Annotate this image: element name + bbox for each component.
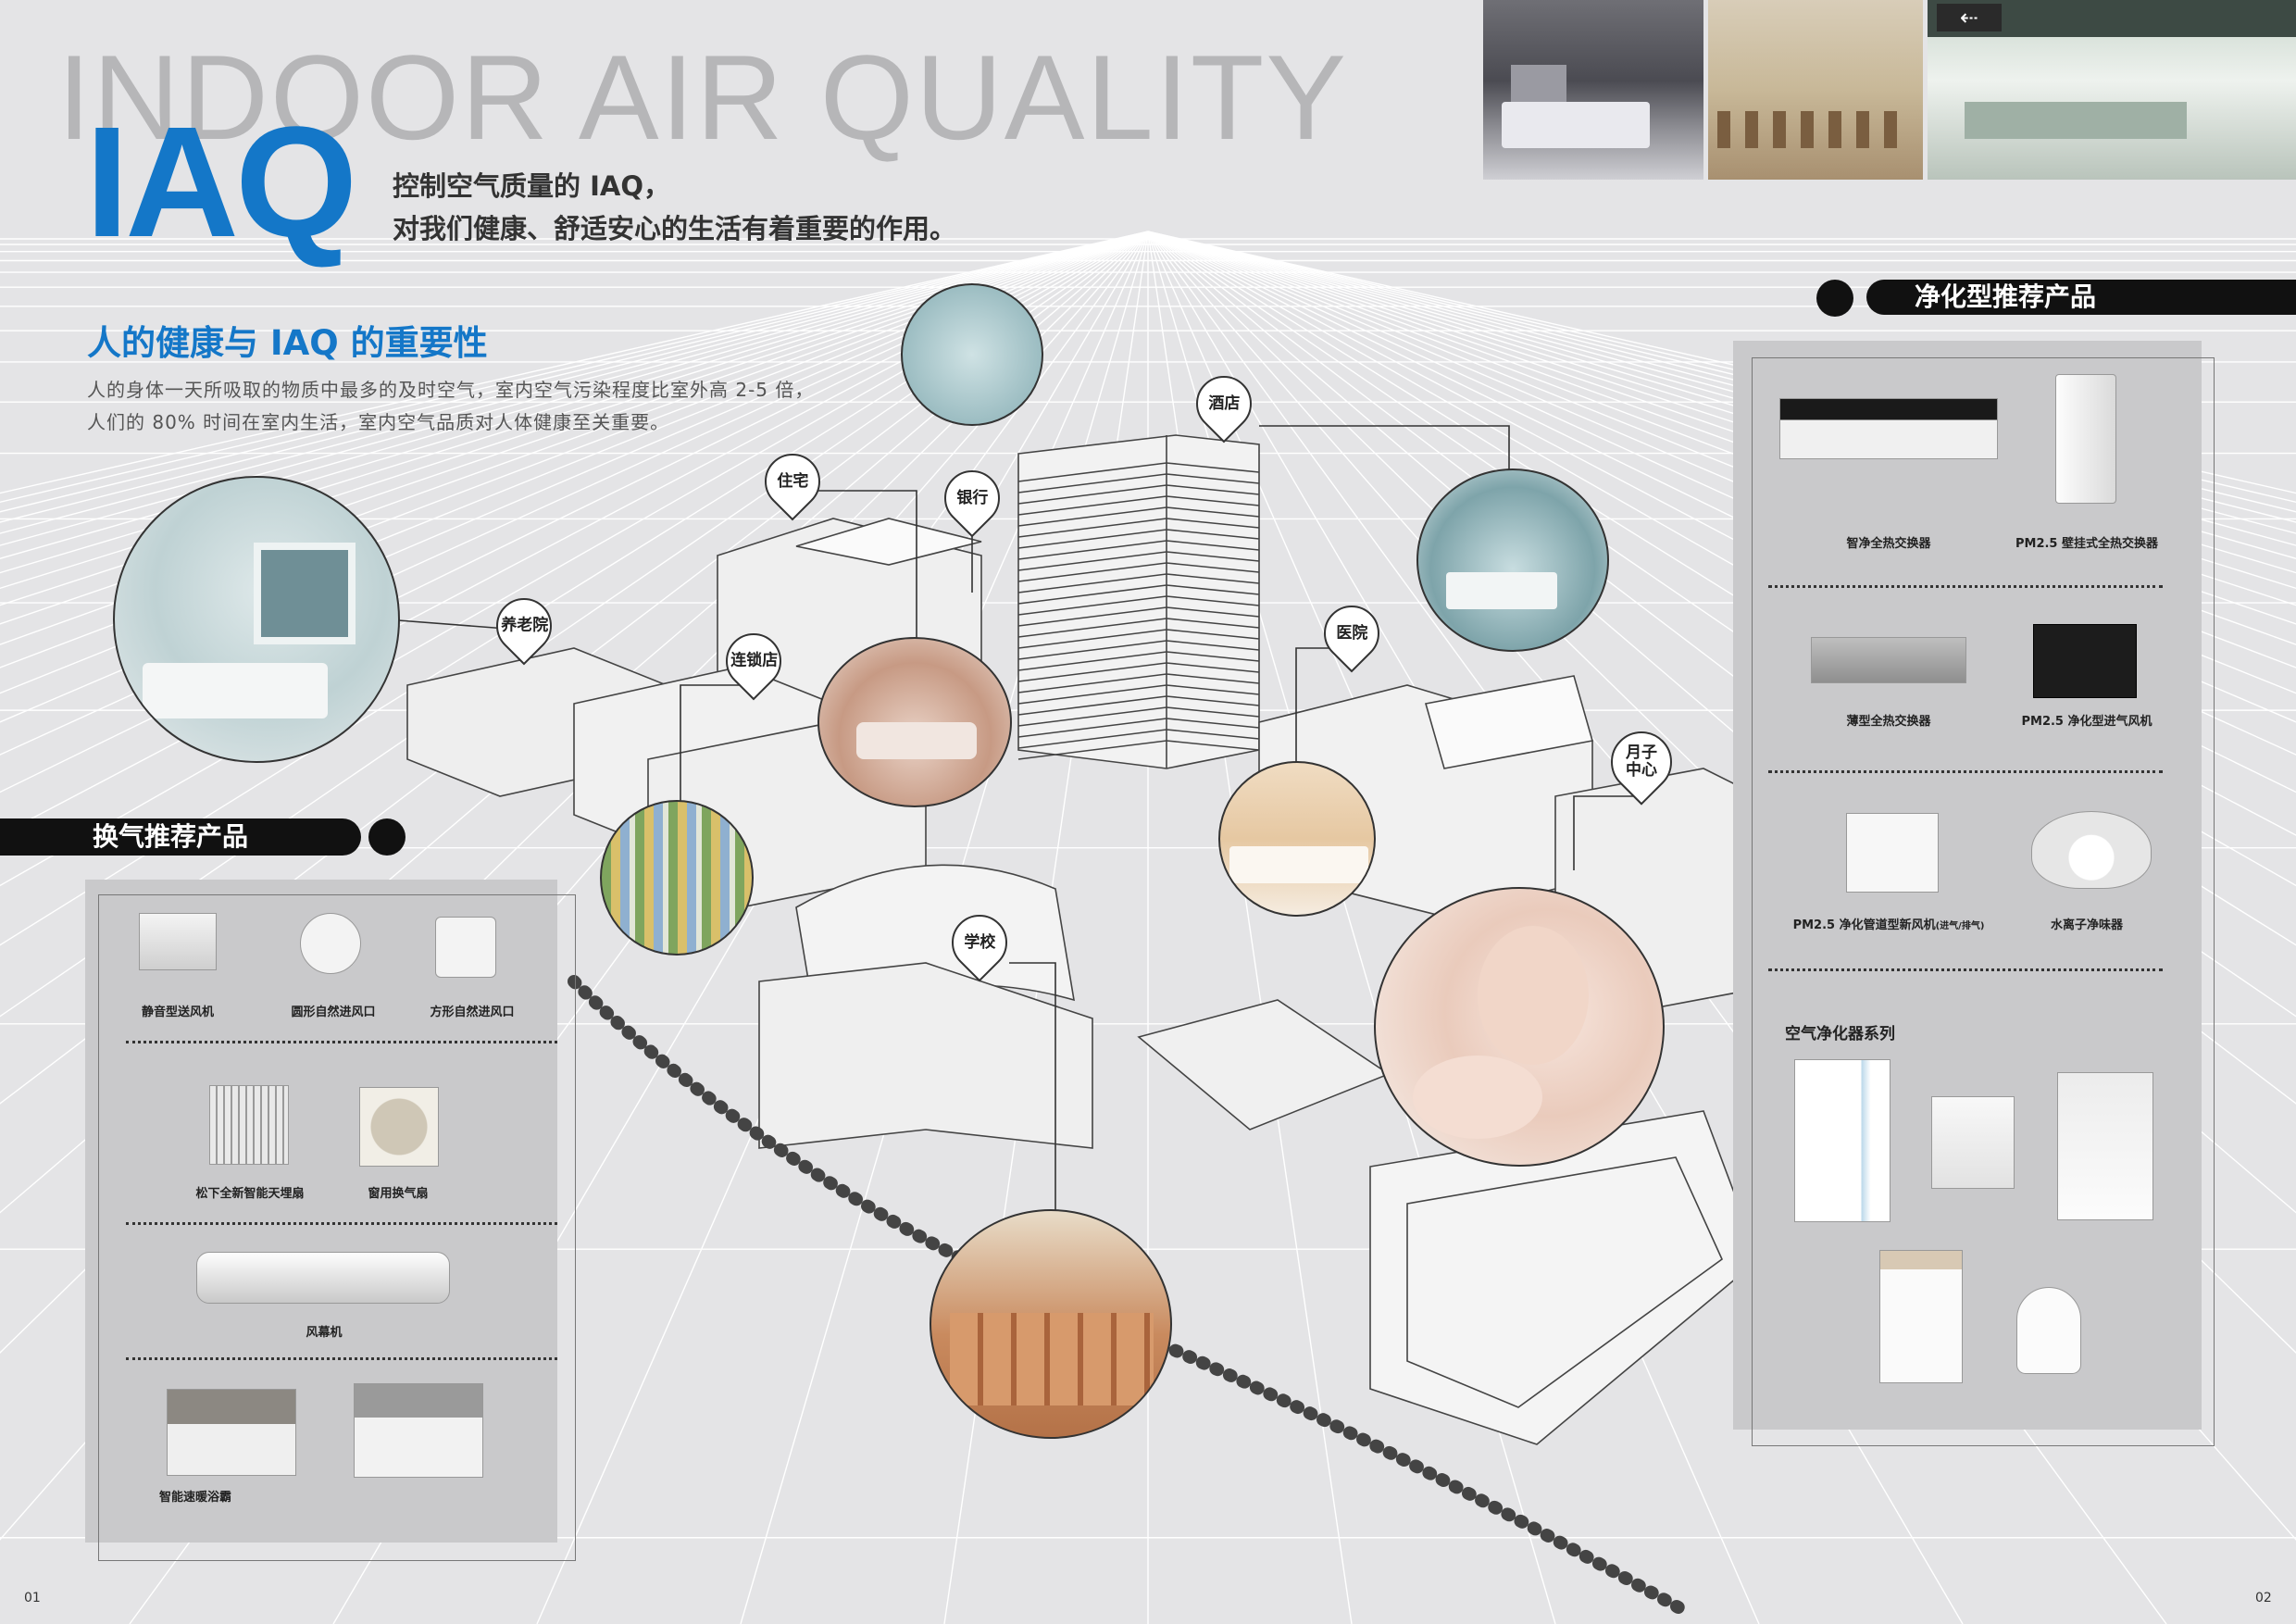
ventilation-panel-frame xyxy=(98,894,576,1561)
subtitle: 控制空气质量的 IAQ， 对我们健康、舒适安心的生活有着重要的作用。 xyxy=(393,165,956,250)
purification-panel-frame xyxy=(1752,357,2215,1446)
label-round-vent: 圆形自然进风口 xyxy=(291,1006,376,1019)
label-air-curtain: 风幕机 xyxy=(306,1326,343,1340)
photo-station: ⇠ xyxy=(1928,0,2296,180)
divider-4 xyxy=(1768,585,2163,588)
pin-label-bank: 银行 xyxy=(956,488,988,507)
purification-heading-dot xyxy=(1816,280,1853,317)
pin-label-chain-store: 连锁店 xyxy=(730,651,778,670)
label-ion-purifier: 水离子净味器 xyxy=(2050,918,2123,932)
page-number-left: 01 xyxy=(24,1591,41,1605)
circle-living-room xyxy=(817,637,1012,807)
product-air-curtain[interactable] xyxy=(196,1252,450,1304)
intro-line-1: 人的身体一天所吸取的物质中最多的及时空气，室内空气污染程度比室外高 2-5 倍， xyxy=(87,379,815,401)
circle-mother-baby xyxy=(1374,887,1665,1167)
pin-label-hospital: 医院 xyxy=(1336,623,1367,643)
label-window-fan: 窗用换气扇 xyxy=(368,1187,429,1201)
pin-label-nursing-home: 养老院 xyxy=(500,616,548,635)
photo-hotel-room xyxy=(1483,0,1703,180)
label-bath-heater: 智能速暖浴霸 xyxy=(159,1491,232,1505)
product-air-purifier-5[interactable] xyxy=(2016,1287,2081,1374)
pin-label-residence: 住宅 xyxy=(777,471,808,491)
label-smart-erv: 智净全热交换器 xyxy=(1846,537,1931,551)
pin-label-hotel: 酒店 xyxy=(1208,394,1240,413)
product-silent-fan[interactable] xyxy=(139,913,217,970)
background-title: INDOOR AIR QUALITY xyxy=(57,30,1349,165)
label-pm25-duct-fresh-air-main: PM2.5 净化管道型新风机 xyxy=(1792,918,1936,932)
divider-6 xyxy=(1768,968,2163,971)
label-silent-fan: 静音型送风机 xyxy=(141,1006,214,1019)
main-title: IAQ xyxy=(85,94,357,270)
divider-1 xyxy=(126,1041,557,1043)
product-smart-erv[interactable] xyxy=(1779,398,1998,459)
product-ion-purifier[interactable] xyxy=(2031,811,2152,889)
product-pm25-supply-fan[interactable] xyxy=(2033,624,2137,698)
subtitle-line-2: 对我们健康、舒适安心的生活有着重要的作用。 xyxy=(393,213,957,244)
label-pm25-duct-fresh-air-note: (进气/排气) xyxy=(1935,921,1985,931)
label-ceiling-fan: 松下全新智能天埋扇 xyxy=(195,1187,305,1201)
product-square-vent[interactable] xyxy=(435,917,496,978)
circle-lobby xyxy=(901,283,1043,426)
label-pm25-supply-fan: PM2.5 净化型进气风机 xyxy=(2021,715,2152,729)
section-heading-health: 人的健康与 IAQ 的重要性 xyxy=(87,323,488,363)
circle-classroom xyxy=(930,1209,1172,1439)
page-number-right: 02 xyxy=(2255,1591,2272,1605)
ventilation-heading-bar: 换气推荐产品 xyxy=(0,818,361,856)
product-round-vent[interactable] xyxy=(300,913,361,974)
circle-nursing-home xyxy=(113,476,400,763)
product-pm25-duct-fresh-air[interactable] xyxy=(1846,813,1939,893)
circle-store xyxy=(600,800,754,956)
series-heading: 空气净化器系列 xyxy=(1785,1025,1895,1043)
product-ceiling-fan[interactable] xyxy=(209,1085,289,1165)
circle-hotel xyxy=(1416,468,1609,652)
label-pm25-duct-fresh-air: PM2.5 净化管道型新风机(进气/排气) xyxy=(1787,915,1990,932)
label-slim-erv: 薄型全热交换器 xyxy=(1846,715,1931,729)
product-air-purifier-2[interactable] xyxy=(1931,1096,2015,1189)
product-bath-heater-2[interactable] xyxy=(354,1383,483,1478)
product-slim-erv[interactable] xyxy=(1811,637,1966,683)
label-pm25-wall-erv: PM2.5 壁挂式全热交换器 xyxy=(2015,537,2159,551)
circle-hospital xyxy=(1218,761,1376,917)
label-square-vent: 方形自然进风口 xyxy=(430,1006,515,1019)
product-air-purifier-1[interactable] xyxy=(1794,1059,1890,1222)
subtitle-line-1: 控制空气质量的 IAQ， xyxy=(393,170,670,202)
product-air-purifier-3[interactable] xyxy=(2057,1072,2153,1220)
divider-2 xyxy=(126,1222,557,1225)
intro-text: 人的身体一天所吸取的物质中最多的及时空气，室内空气污染程度比室外高 2-5 倍，… xyxy=(87,374,814,439)
divider-5 xyxy=(1768,770,2163,773)
ventilation-heading-dot xyxy=(368,818,406,856)
divider-3 xyxy=(126,1357,557,1360)
product-air-purifier-4[interactable] xyxy=(1879,1250,1963,1383)
product-pm25-wall-erv[interactable] xyxy=(2055,374,2116,504)
pin-label-maternity-center: 月子 中心 xyxy=(1626,743,1657,780)
product-bath-heater-1[interactable] xyxy=(167,1389,296,1476)
pin-label-school: 学校 xyxy=(964,932,995,952)
photo-cafeteria xyxy=(1708,0,1923,180)
purification-heading-bar: 净化型推荐产品 xyxy=(1866,280,2296,315)
intro-line-2: 人们的 80% 时间在室内生活，室内空气品质对人体健康至关重要。 xyxy=(87,411,670,433)
product-window-fan[interactable] xyxy=(359,1087,439,1167)
